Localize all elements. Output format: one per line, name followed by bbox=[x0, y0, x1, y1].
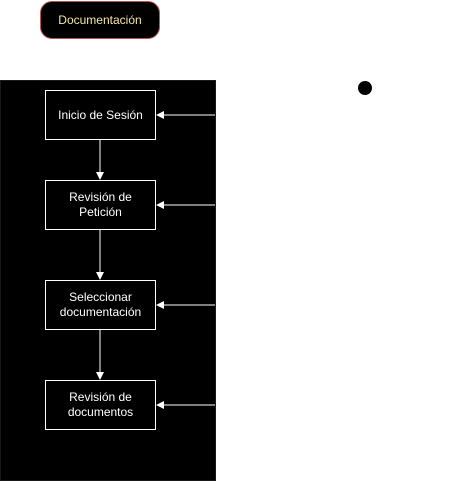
step-inicio-sesion[interactable]: Inicio de Sesión bbox=[45, 90, 156, 140]
step-revision-peticion[interactable]: Revisión de Petición bbox=[45, 180, 156, 230]
start-node-dot bbox=[358, 81, 372, 95]
step-revision-documentos[interactable]: Revisión de documentos bbox=[45, 380, 156, 430]
step-seleccionar-documentacion[interactable]: Seleccionar documentación bbox=[45, 280, 156, 330]
documentacion-label[interactable]: Documentación bbox=[40, 1, 160, 39]
